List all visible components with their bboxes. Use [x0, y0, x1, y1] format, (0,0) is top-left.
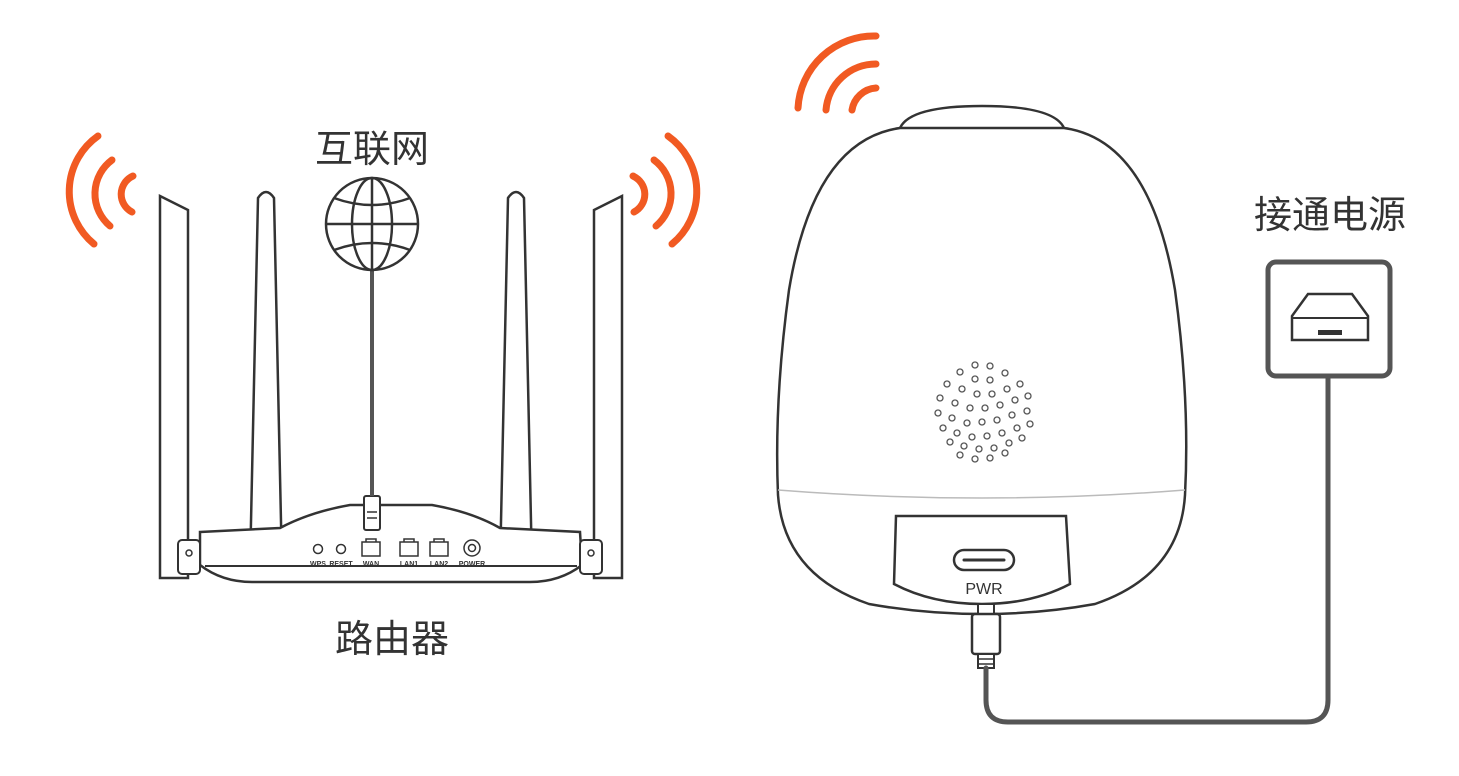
speaker-grille: [934, 361, 1034, 463]
port-label-lan2: LAN2: [430, 561, 448, 568]
port-label-wan: WAN: [363, 561, 379, 568]
pwr-label: PWR: [965, 581, 1002, 598]
router-antenna-right-inner: [498, 190, 534, 570]
power-socket-icon: [1265, 259, 1393, 379]
camera-top-dome: [898, 104, 1066, 129]
power-cable: [970, 333, 1331, 725]
port-label-lan1: LAN1: [400, 561, 418, 568]
wifi-signal-icon-router-right: [629, 132, 701, 248]
port-label-power: POWER: [459, 561, 485, 568]
globe-icon: [324, 176, 420, 272]
lan1-port-icon: [399, 538, 419, 557]
wan-port-icon: [361, 538, 381, 557]
port-label-reset: RESET: [329, 561, 353, 568]
router-antenna-left-inner: [248, 190, 284, 570]
reset-button-icon: [335, 543, 347, 555]
router-label: 路由器: [335, 617, 449, 661]
router: WPS RESET WAN LAN1 LAN2 POWER: [158, 190, 624, 584]
port-label-wps: WPS: [310, 561, 326, 568]
ethernet-plug: [363, 495, 381, 531]
router-antenna-left-outer: [158, 193, 190, 580]
camera: PWR: [775, 104, 1188, 616]
router-body: [198, 503, 584, 584]
internet-label: 互联网: [315, 127, 429, 171]
power-port-icon: [463, 539, 481, 557]
wifi-signal-icon-router-left: [65, 132, 137, 248]
power-on-label: 接通电源: [1254, 193, 1406, 237]
wps-button-icon: [312, 543, 324, 555]
router-antenna-right-outer: [592, 193, 624, 580]
wifi-signal-icon-camera: [794, 32, 880, 114]
lan2-port-icon: [429, 538, 449, 557]
